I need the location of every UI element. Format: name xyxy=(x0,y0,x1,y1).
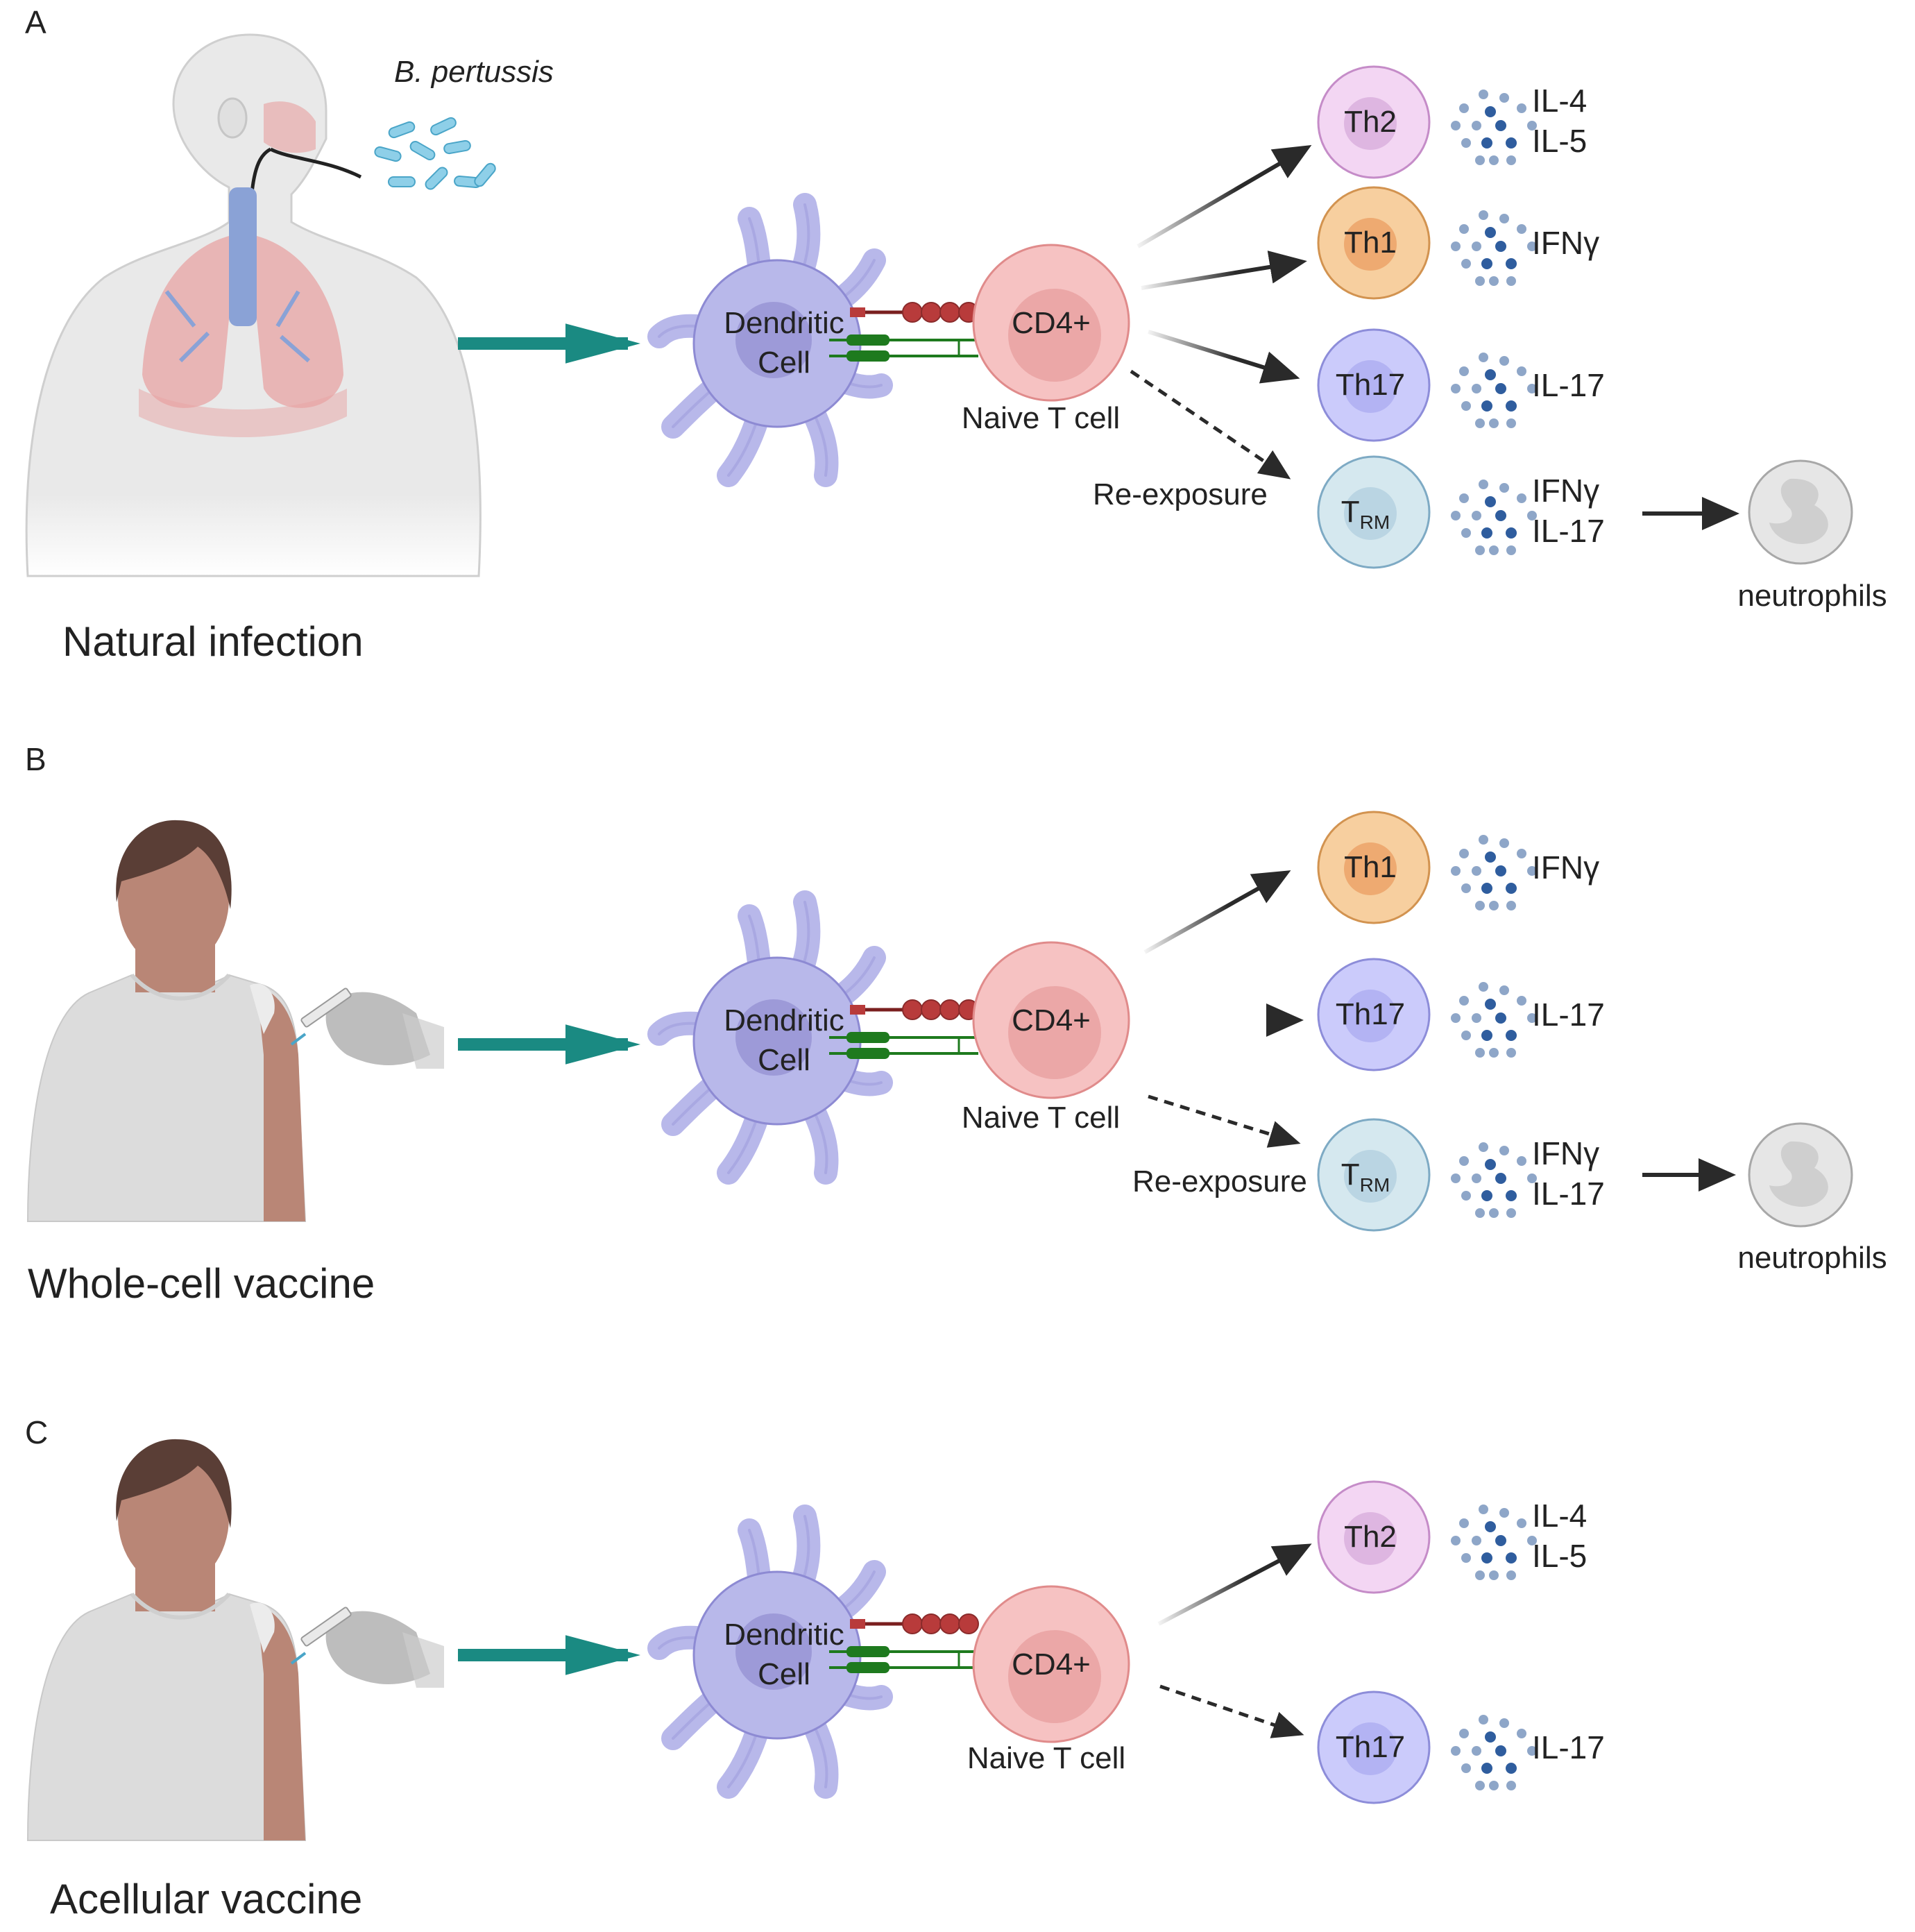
cytokine-label: IL-17 xyxy=(1532,1729,1605,1765)
reexposure-label-b: Re-exposure xyxy=(1132,1164,1307,1198)
human-respiratory-icon xyxy=(25,33,482,577)
bacteria-icon xyxy=(374,117,496,190)
cell-th2: Th2 IL-4IL-5 xyxy=(1317,65,1587,179)
cell-label: Th17 xyxy=(1336,368,1405,402)
cytokine-dots-icon xyxy=(1451,1505,1537,1580)
neutrophils-label-a: neutrophils xyxy=(1737,579,1887,613)
cd4-t-cell-a: CD4+ xyxy=(972,244,1130,402)
arrow-to-trm-b xyxy=(1148,1094,1301,1148)
vaccinated-person-icon-b xyxy=(26,820,444,1222)
cytokine-label: IFNγ xyxy=(1532,473,1599,509)
cytokine-dots-icon xyxy=(1451,982,1537,1058)
cytokine-label: IL-4 xyxy=(1532,1498,1587,1534)
cell-label: Th17 xyxy=(1336,997,1405,1031)
naive-label-b: Naive T cell xyxy=(962,1101,1120,1135)
cell-th17: Th17 IL-17 xyxy=(1317,958,1605,1071)
dc-label-line2: Cell xyxy=(758,1657,810,1691)
cd4-t-cell-b: CD4+ xyxy=(972,941,1130,1099)
cytokine-label: IL-17 xyxy=(1532,997,1605,1033)
panel-label-c: C xyxy=(25,1414,48,1450)
cytokine-label: IL-17 xyxy=(1532,513,1605,549)
caption-b: Whole-cell vaccine xyxy=(28,1260,375,1307)
arrow-to-trm-a xyxy=(1130,369,1291,480)
cytokine-dots-icon xyxy=(1451,1715,1537,1790)
caption-a: Natural infection xyxy=(62,618,364,665)
dc-label-line2: Cell xyxy=(758,1043,810,1077)
cytokine-dots-icon xyxy=(1451,90,1537,165)
cell-th17: Th17 IL-17 xyxy=(1317,1690,1605,1804)
naive-label-a: Naive T cell xyxy=(962,401,1120,435)
mhc-tcr-synapse xyxy=(829,999,979,1059)
arrow-to-th1-a xyxy=(1141,251,1307,290)
cytokine-label: IL-17 xyxy=(1532,367,1605,403)
cytokine-label: IFNγ xyxy=(1532,849,1599,886)
naive-label-c: Naive T cell xyxy=(967,1741,1125,1775)
neutrophil-icon-b xyxy=(1748,1122,1853,1228)
dc-label-line1: Dendritic xyxy=(724,306,844,340)
arrow-to-th1-b xyxy=(1143,870,1291,954)
cd4-label: CD4+ xyxy=(1012,1647,1091,1681)
cell-label: Th1 xyxy=(1344,850,1397,884)
cell-th17: Th17 IL-17 xyxy=(1317,328,1605,442)
syringe-icon xyxy=(290,1607,444,1688)
arrow-to-th17-a xyxy=(1148,330,1300,384)
cell-label: Th2 xyxy=(1344,105,1397,139)
reexposure-label-a: Re-exposure xyxy=(1093,477,1268,511)
panel-label-b: B xyxy=(25,741,46,777)
cytokine-label: IL-4 xyxy=(1532,83,1587,119)
cd4-t-cell-c: CD4+ xyxy=(972,1585,1130,1743)
cell-th2: Th2 IL-4IL-5 xyxy=(1317,1480,1587,1594)
vaccinated-person-icon-c xyxy=(26,1439,444,1841)
cd4-label: CD4+ xyxy=(1012,1003,1091,1037)
arrow-to-th17-c xyxy=(1159,1684,1304,1738)
pathogen-label: B. pertussis xyxy=(394,55,554,89)
cytokine-label: IL-17 xyxy=(1532,1176,1605,1212)
arrow-to-th2-c xyxy=(1157,1543,1312,1626)
panel-label-a: A xyxy=(25,4,46,40)
cytokine-label: IL-5 xyxy=(1532,123,1587,159)
cytokine-label: IFNγ xyxy=(1532,225,1599,261)
cell-th1: Th1 IFNγ xyxy=(1317,811,1599,924)
cytokine-dots-icon xyxy=(1451,1142,1537,1218)
cytokine-label: IFNγ xyxy=(1532,1135,1599,1171)
cell-label: Th2 xyxy=(1344,1520,1397,1554)
dc-label-line2: Cell xyxy=(758,346,810,380)
syringe-icon xyxy=(290,988,444,1069)
panel-a: A B. pertussis Natural inf xyxy=(25,4,1887,665)
cytokine-dots-icon xyxy=(1451,353,1537,428)
dc-label-line1: Dendritic xyxy=(724,1618,844,1652)
cytokine-dots-icon xyxy=(1451,480,1537,555)
arrow-to-th2-a xyxy=(1137,144,1312,248)
cytokine-dots-icon xyxy=(1451,210,1537,286)
cd4-label: CD4+ xyxy=(1012,306,1091,340)
cytokine-label: IL-5 xyxy=(1532,1538,1587,1574)
cell-th1: Th1 IFNγ xyxy=(1317,186,1599,300)
cytokine-dots-icon xyxy=(1451,835,1537,910)
cell-label: Th17 xyxy=(1336,1730,1405,1764)
neutrophil-icon-a xyxy=(1748,459,1853,565)
mhc-tcr-synapse xyxy=(829,1613,979,1673)
caption-c: Acellular vaccine xyxy=(50,1876,362,1922)
cell-label: Th1 xyxy=(1344,226,1397,260)
neutrophils-label-b: neutrophils xyxy=(1737,1241,1887,1275)
dc-label-line1: Dendritic xyxy=(724,1003,844,1037)
